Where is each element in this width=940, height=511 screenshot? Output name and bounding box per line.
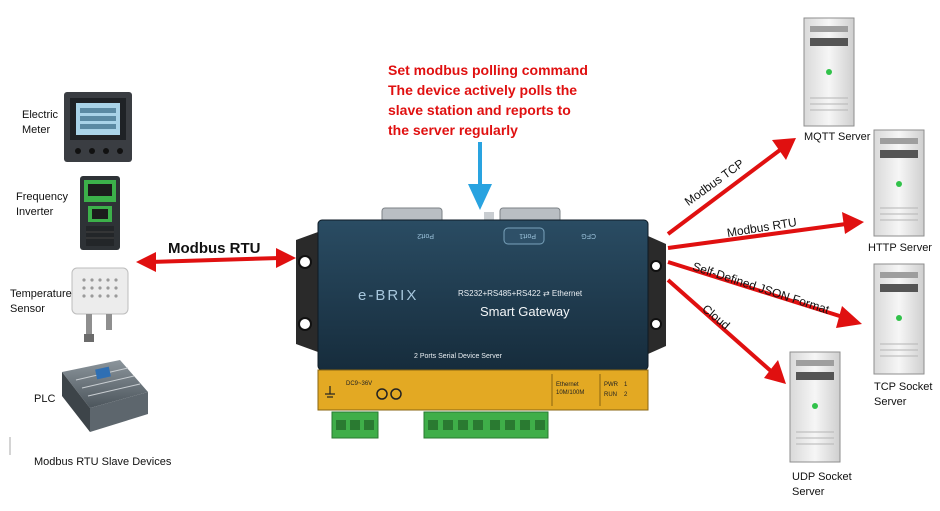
temperature-sensor-icon bbox=[71, 267, 129, 342]
gateway-port2-label: Port2 bbox=[417, 232, 434, 239]
frequency-inverter-label: Frequency Inverter bbox=[16, 190, 68, 220]
polling-note-line: slave station and reports to bbox=[388, 102, 571, 118]
gateway-port1-label: Port1 bbox=[519, 232, 536, 239]
gateway-run-number: 2 bbox=[624, 392, 628, 398]
electric-meter-label-line: Electric bbox=[22, 109, 59, 121]
udp-server-label-line: UDP Socket bbox=[792, 471, 852, 483]
tcp-server-label-line: TCP Socket bbox=[874, 381, 933, 393]
http-server-label: HTTP Server bbox=[868, 242, 932, 254]
mqtt-server-label: MQTT Server bbox=[804, 131, 871, 143]
gateway-pwr-label: PWR bbox=[604, 382, 619, 388]
gateway-cfg-label: CFG bbox=[581, 232, 596, 239]
tcp-server-label-line: Server bbox=[874, 396, 907, 408]
arrow-modbus-rtu bbox=[667, 212, 864, 250]
http-server-icon bbox=[873, 129, 925, 237]
temperature-sensor-label-line: Temperature bbox=[10, 288, 72, 300]
temperature-sensor-label: Temperature Sensor bbox=[10, 287, 72, 317]
arrow-cloud bbox=[666, 278, 786, 384]
plc-label: PLC bbox=[34, 393, 56, 405]
electric-meter-label-line: Meter bbox=[22, 124, 51, 136]
electric-meter-label: Electric Meter bbox=[22, 108, 58, 138]
udp-server-icon bbox=[789, 351, 841, 463]
electric-meter-icon bbox=[64, 92, 132, 162]
gateway-brand: e-BRIX bbox=[358, 287, 418, 304]
udp-server-label: UDP Socket Server bbox=[792, 470, 852, 500]
polling-command-arrow bbox=[468, 142, 492, 210]
modbus-rtu-left-label: Modbus RTU bbox=[168, 240, 261, 257]
gateway-name: Smart Gateway bbox=[480, 304, 570, 319]
polling-note-line: The device actively polls the bbox=[388, 82, 578, 98]
tcp-server-label: TCP Socket Server bbox=[874, 380, 933, 410]
tcp-server-icon bbox=[873, 263, 925, 375]
smart-gateway-device bbox=[296, 207, 666, 439]
arrow-json bbox=[667, 260, 862, 328]
gateway-run-label: RUN bbox=[604, 392, 617, 398]
temperature-sensor-label-line: Sensor bbox=[10, 303, 45, 315]
gateway-pwr-number: 1 bbox=[624, 382, 628, 388]
modbus-rtu-left-arrow bbox=[136, 248, 296, 272]
gateway-power-label: DC9~36V bbox=[346, 381, 372, 387]
gateway-ethernet-speed: 10M/100M bbox=[556, 390, 584, 396]
polling-note: Set modbus polling command The device ac… bbox=[388, 60, 628, 140]
frequency-inverter-label-line: Frequency bbox=[16, 191, 68, 203]
ground-icon bbox=[325, 386, 335, 398]
polling-note-line: the server regularly bbox=[388, 122, 518, 138]
gateway-subtitle: 2 Ports Serial Device Server bbox=[414, 353, 503, 360]
arrow-modbus-tcp bbox=[666, 138, 796, 236]
frequency-inverter-icon bbox=[80, 176, 120, 250]
frequency-inverter-label-line: Inverter bbox=[16, 206, 54, 218]
udp-server-label-line: Server bbox=[792, 486, 825, 498]
plc-icon bbox=[62, 360, 148, 432]
polling-note-line: Set modbus polling command bbox=[388, 62, 588, 78]
slave-devices-caption: Modbus RTU Slave Devices bbox=[34, 456, 172, 468]
mqtt-server-icon bbox=[803, 17, 855, 127]
gateway-interfaces: RS232+RS485+RS422 ⇄ Ethernet bbox=[458, 289, 583, 298]
gateway-ethernet-label: Ethernet bbox=[556, 382, 579, 388]
